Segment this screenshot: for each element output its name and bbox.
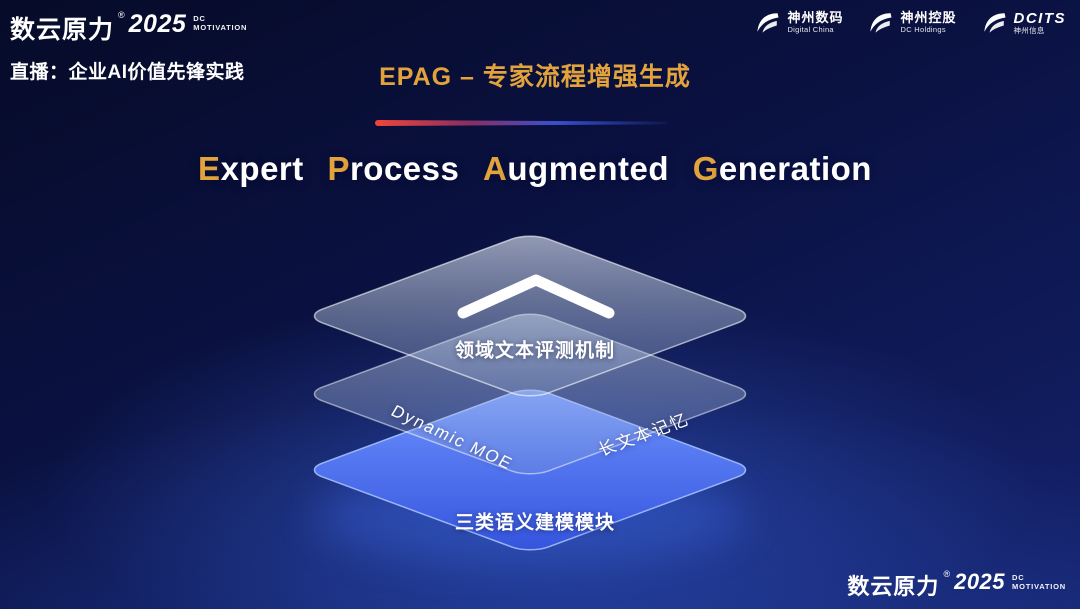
layer-top-plate <box>304 232 757 399</box>
heading-word: Expert <box>198 150 304 187</box>
brand-tag-line2: MOTIVATION <box>193 23 248 33</box>
partner-logo-title: DCITS <box>1013 9 1066 27</box>
brand-tag-line1: DC <box>193 14 206 23</box>
brand-name: 数云原力 <box>847 574 940 599</box>
brand-tagline: DC MOTIVATION <box>193 14 247 33</box>
chevron-up-icon <box>457 274 615 319</box>
heading-initial: E <box>198 150 221 187</box>
layer-stack-diagram <box>250 222 810 565</box>
partner-logo-dcits: DCITS 神州信息 <box>981 9 1067 36</box>
brand-tag-line2: MOTIVATION <box>1012 582 1066 592</box>
heading-rest: eneration <box>718 150 872 187</box>
swoosh-icon <box>757 13 779 33</box>
swoosh-icon <box>983 13 1005 33</box>
slide-title: EPAG – 专家流程增强生成 <box>379 63 691 91</box>
brand-year: 2025 <box>128 10 187 38</box>
heading-word: Process <box>327 150 459 187</box>
brand-logo-header: 数云原力 ® 2025 DC MOTIVATION <box>10 10 247 46</box>
partner-logo-subtitle: Digital China <box>787 24 834 34</box>
partner-logo-digital-china: 神州数码 Digital China <box>754 9 843 36</box>
heading-word: Augmented <box>483 150 669 187</box>
heading-initial: G <box>692 150 719 187</box>
gradient-divider <box>375 120 667 126</box>
heading-initial: A <box>483 150 508 187</box>
live-stream-label: 直播：企业AI价值先锋实践 <box>10 62 245 83</box>
heading-initial: P <box>327 150 350 187</box>
swoosh-icon <box>870 13 892 33</box>
partner-logo-title: 神州数码 <box>787 9 844 25</box>
brand-name: 数云原力 <box>10 16 115 44</box>
registered-mark: ® <box>943 569 951 579</box>
partner-logos: 神州数码 Digital China 神州控股 DC Holdings DCIT… <box>754 9 1066 36</box>
partner-logo-subtitle: 神州信息 <box>1013 25 1045 35</box>
page-title: Expert Process Augmented Generation <box>191 150 879 188</box>
brand-logo-footer: 数云原力 ® 2025 DC MOTIVATION <box>847 569 1066 601</box>
partner-logo-dc-holdings: 神州控股 DC Holdings <box>867 9 956 36</box>
brand-tagline: DC MOTIVATION <box>1012 573 1066 592</box>
partner-logo-title: 神州控股 <box>900 9 957 25</box>
heading-word: Generation <box>693 150 872 187</box>
brand-tag-line1: DC <box>1012 573 1025 582</box>
heading-rest: rocess <box>349 150 460 187</box>
registered-mark: ® <box>118 10 125 20</box>
top-layer-label: 领域文本评测机制 <box>454 340 616 362</box>
brand-year: 2025 <box>954 569 1006 594</box>
heading-rest: xpert <box>220 150 304 187</box>
bottom-layer-label: 三类语义建模模块 <box>454 512 616 534</box>
heading-rest: ugmented <box>507 150 670 187</box>
partner-logo-subtitle: DC Holdings <box>900 24 946 34</box>
